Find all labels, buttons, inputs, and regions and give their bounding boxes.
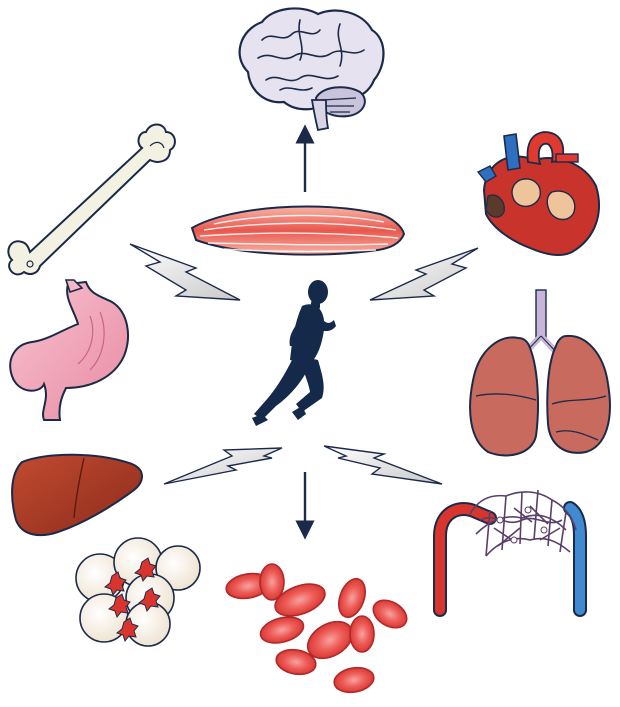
lightning-to-liver bbox=[163, 447, 283, 485]
brain-icon bbox=[238, 7, 385, 132]
femur-bone-icon bbox=[7, 123, 176, 276]
liver-icon bbox=[11, 453, 143, 537]
capillary-network-icon bbox=[433, 489, 587, 617]
lightning-to-bone bbox=[129, 243, 241, 301]
stomach-intestine-icon bbox=[9, 279, 129, 421]
lightning-to-heart bbox=[369, 247, 479, 301]
running-person-icon bbox=[252, 280, 336, 426]
red-blood-cells-icon bbox=[225, 563, 408, 694]
muscle-fiber-icon bbox=[190, 205, 406, 256]
lightning-to-blood-vessels bbox=[323, 445, 443, 485]
lungs-icon bbox=[469, 289, 611, 457]
heart-icon bbox=[476, 131, 600, 256]
fat-cells-icon bbox=[75, 537, 201, 647]
